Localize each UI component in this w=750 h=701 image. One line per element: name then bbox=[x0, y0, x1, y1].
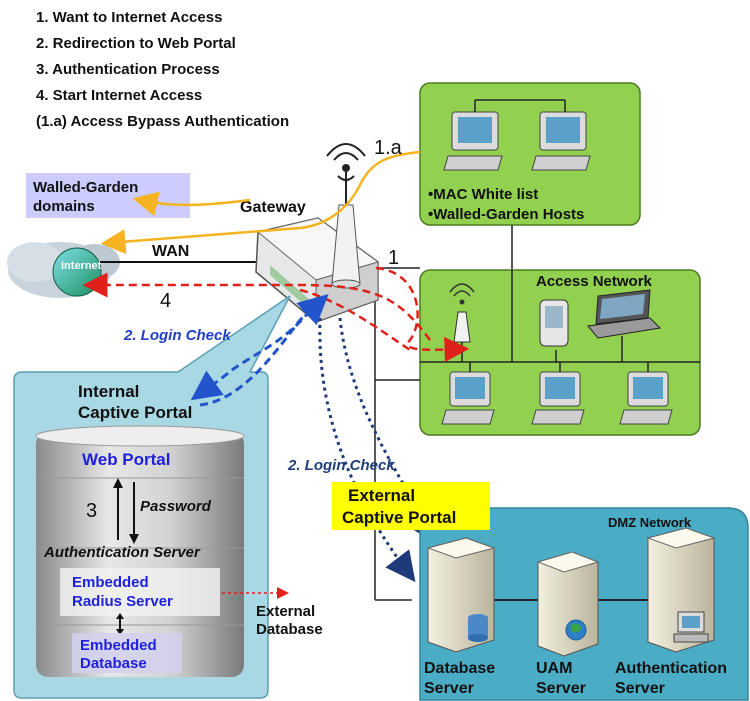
step-1a-label: 1.a bbox=[374, 137, 403, 159]
external-portal-label: Captive Portal bbox=[342, 508, 456, 527]
uam-server-label: Server bbox=[536, 680, 586, 697]
walled-garden-domains-box bbox=[26, 173, 190, 218]
step-3-label: 3 bbox=[86, 500, 97, 522]
login-check-return-path bbox=[199, 293, 329, 407]
authentication-server-label: Server bbox=[615, 680, 665, 697]
access-network-label: Access Network bbox=[536, 273, 653, 290]
walled-garden-path bbox=[132, 191, 251, 217]
white-list-panel bbox=[419, 82, 641, 226]
pc-icon bbox=[443, 111, 503, 171]
pda-icon bbox=[539, 299, 569, 347]
web-portal-label: Web Portal bbox=[82, 450, 170, 469]
login-check-label: 2. Login Check bbox=[287, 457, 395, 474]
pc-icon bbox=[619, 371, 673, 425]
login-check-path bbox=[190, 299, 320, 401]
external-portal-label: External bbox=[348, 486, 415, 505]
authentication-server-label: Authentication bbox=[615, 660, 727, 677]
step-item: (1.a) Access Bypass Authentication bbox=[36, 113, 289, 130]
uam-server-label: UAM bbox=[536, 660, 572, 677]
steps-list: 1. Want to Internet Access 2. Redirectio… bbox=[36, 9, 289, 130]
step-item: 4. Start Internet Access bbox=[36, 87, 202, 104]
password-label: Password bbox=[140, 498, 212, 515]
database-server-icon bbox=[426, 537, 496, 653]
embedded-radius-label: Radius Server bbox=[72, 593, 173, 610]
walled-garden-domains-label: domains bbox=[33, 198, 95, 215]
database-server-label: Server bbox=[424, 680, 474, 697]
external-portal-box bbox=[332, 482, 490, 530]
uam-server-icon bbox=[536, 551, 600, 657]
dmz-network-label: DMZ Network bbox=[608, 515, 692, 530]
embedded-radius-box bbox=[60, 568, 220, 616]
walled-garden-domains-label: Walled-Garden bbox=[33, 179, 138, 196]
pc-icon bbox=[531, 111, 591, 171]
pc-icon bbox=[531, 371, 585, 425]
step-item: 1. Want to Internet Access bbox=[36, 9, 222, 26]
initial-request-path bbox=[375, 266, 470, 363]
auth-server-label: Authentication Server bbox=[43, 544, 201, 561]
external-login-check-path bbox=[318, 317, 416, 583]
internet-label: Internet bbox=[61, 260, 102, 272]
walled-garden-hosts-label: •Walled-Garden Hosts bbox=[428, 206, 584, 223]
login-check-label: 2. Login Check bbox=[123, 327, 231, 344]
laptop-icon bbox=[587, 289, 662, 339]
embedded-db-label: Embedded bbox=[80, 637, 157, 654]
internal-portal-label: Internal bbox=[78, 382, 139, 401]
gateway-label: Gateway bbox=[240, 199, 306, 216]
embedded-db-box bbox=[72, 633, 182, 673]
pc-icon bbox=[441, 371, 495, 425]
authentication-server-icon bbox=[646, 527, 716, 653]
embedded-radius-label: Embedded bbox=[72, 574, 149, 591]
embedded-db-label: Database bbox=[80, 655, 147, 672]
antenna-icon bbox=[326, 143, 366, 289]
step-1-label: 1 bbox=[388, 247, 399, 269]
step-item: 3. Authentication Process bbox=[36, 61, 220, 78]
internet-access-path bbox=[82, 272, 431, 341]
internal-portal-label: Captive Portal bbox=[78, 403, 192, 422]
access-point-icon bbox=[449, 283, 475, 343]
bypass-path bbox=[100, 150, 421, 255]
wan-label: WAN bbox=[152, 243, 189, 260]
external-db-label: Database bbox=[256, 621, 323, 638]
database-server-label: Database bbox=[424, 660, 495, 677]
step-4-label: 4 bbox=[160, 290, 171, 312]
mac-white-list-label: •MAC White list bbox=[428, 186, 538, 203]
step-item: 2. Redirection to Web Portal bbox=[36, 35, 236, 52]
external-db-label: External bbox=[256, 603, 315, 620]
